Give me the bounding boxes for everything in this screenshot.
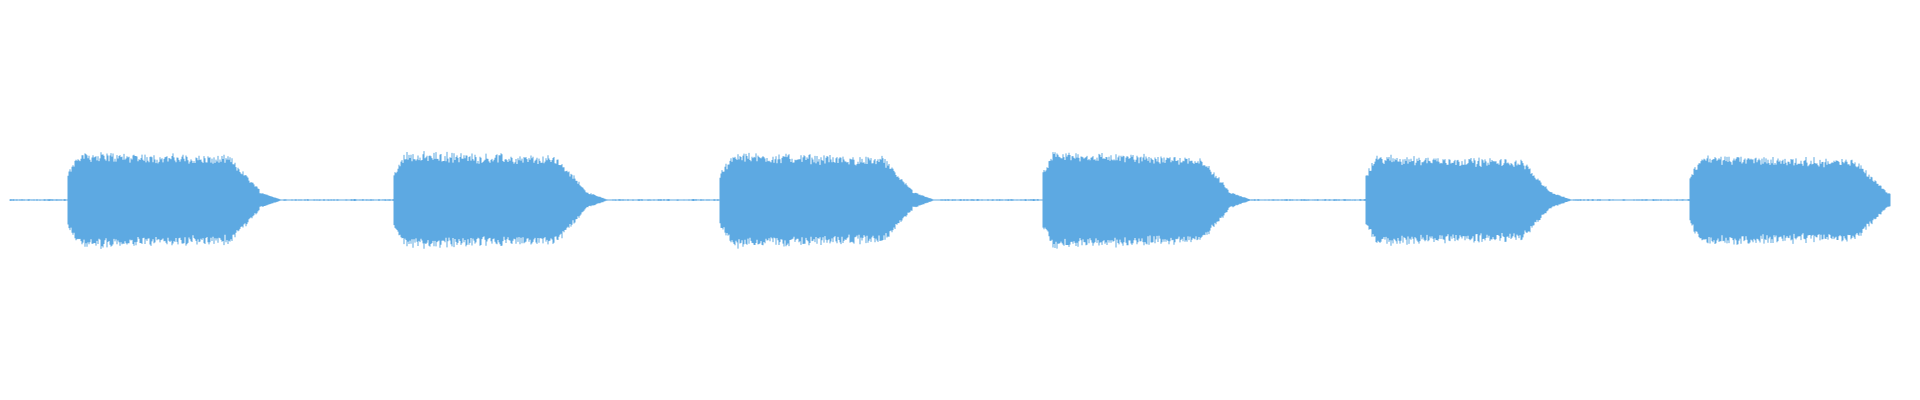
waveform-signal [9,151,1891,249]
waveform-bars [9,151,1891,249]
